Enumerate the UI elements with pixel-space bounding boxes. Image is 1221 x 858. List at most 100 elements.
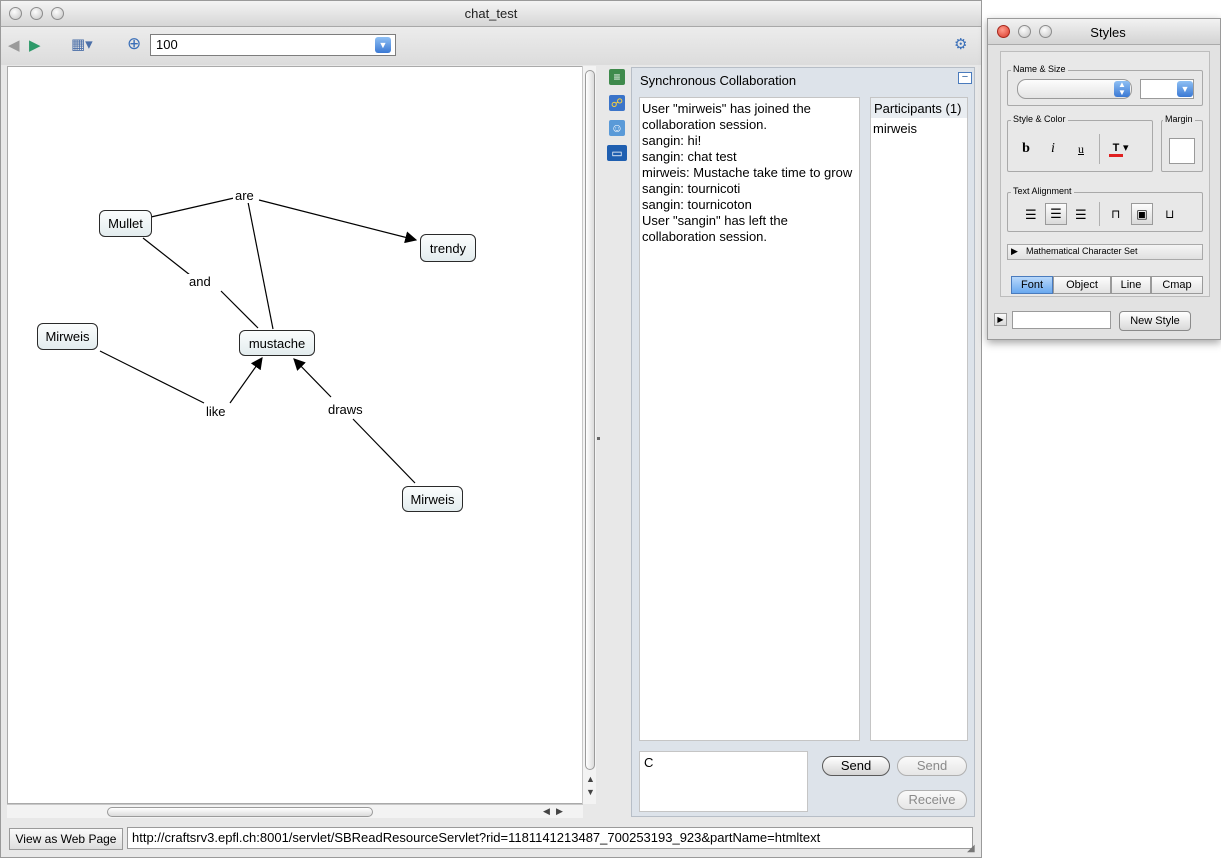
link-line-are-trendy [258, 199, 418, 244]
title-bar[interactable]: chat_test [1, 1, 981, 27]
align-left-icon[interactable]: ☰ [1025, 207, 1037, 222]
text-color-icon[interactable]: T▾ [1109, 141, 1139, 159]
new-style-button[interactable]: New Style [1119, 311, 1191, 331]
splitter-handle[interactable] [597, 437, 600, 440]
presentation-icon[interactable]: ▭ [607, 145, 627, 161]
synchronous-collaboration-panel: Synchronous Collaboration − User "mirwei… [631, 67, 975, 817]
send-button[interactable]: Send [822, 756, 890, 776]
zoom-magnifier-icon[interactable]: ⊕ [127, 34, 142, 53]
tab-font[interactable]: Font [1011, 276, 1053, 294]
concept-node-mullet[interactable]: Mullet [99, 210, 152, 237]
divider [1099, 202, 1100, 226]
italic-button[interactable]: i [1051, 141, 1055, 156]
tab-line[interactable]: Line [1111, 276, 1151, 294]
zoom-window-button[interactable] [51, 7, 64, 20]
chat-log[interactable]: User "mirweis" has joined the collaborat… [639, 97, 860, 741]
minimize-palette-button[interactable] [1018, 25, 1031, 38]
resource-url-field[interactable]: http://craftsrv3.epfl.ch:8001/servlet/SB… [127, 827, 973, 849]
view-as-web-page-button[interactable]: View as Web Page [9, 828, 123, 850]
margin-label: Margin [1163, 114, 1195, 124]
styles-panel: Name & Size ▲▼ ▼ Style & Color b i u T▾ … [1000, 51, 1210, 297]
chat-message: User "mirweis" has joined the collaborat… [642, 101, 811, 132]
scroll-left-arrow-icon[interactable]: ◀ [543, 806, 550, 816]
participants-list[interactable]: Participants (1) mirweis [870, 97, 968, 741]
name-size-group [1007, 70, 1203, 106]
valign-bottom-icon[interactable]: ⊔ [1165, 207, 1175, 221]
toolbar: ◀ ▶ ▦▾ ⊕ ⚙ [1, 27, 981, 65]
scroll-right-arrow-icon[interactable]: ▶ [556, 806, 563, 816]
chat-message-input[interactable]: C [639, 751, 808, 812]
vertical-scroll-thumb[interactable] [585, 70, 595, 770]
valign-top-icon[interactable]: ⊓ [1111, 207, 1121, 221]
discussion-icon[interactable]: ☺ [609, 120, 625, 136]
font-size-combo[interactable]: ▼ [1140, 79, 1194, 99]
divider [1099, 134, 1100, 164]
chevron-down-icon[interactable]: ▼ [375, 37, 391, 53]
style-list-disclosure-icon[interactable]: ▶ [994, 313, 1007, 326]
horizontal-scroll-thumb[interactable] [107, 807, 373, 817]
chat-log-icon[interactable]: ≡ [609, 69, 625, 85]
collaboration-settings-icon[interactable]: ⚙ [954, 36, 968, 53]
tab-object[interactable]: Object [1053, 276, 1111, 294]
collaboration-icon[interactable]: ☍ [609, 95, 625, 111]
participants-header: Participants (1) [871, 98, 967, 118]
bold-button[interactable]: b [1022, 141, 1030, 156]
minimize-window-button[interactable] [30, 7, 43, 20]
chevron-down-icon: ▼ [1177, 81, 1193, 97]
link-label-like[interactable]: like [204, 404, 228, 419]
zoom-palette-button[interactable] [1039, 25, 1052, 38]
link-line-mullet-and [142, 237, 191, 276]
math-character-set-disclosure[interactable]: ▶ Mathematical Character Set [1007, 244, 1203, 260]
participant-item[interactable]: mirweis [873, 121, 918, 136]
styles-title-bar[interactable]: Styles [988, 19, 1220, 45]
map-vertical-scrollbar[interactable]: ▲ ▼ [582, 66, 596, 804]
chat-message: sangin: hi! [642, 133, 702, 148]
valign-middle-icon[interactable]: ▣ [1131, 203, 1153, 225]
concept-node-mirweis[interactable]: Mirweis [37, 323, 98, 350]
chat-message: mirweis: Mustache take time to grow [642, 165, 853, 180]
forward-arrow-icon[interactable]: ▶ [29, 37, 41, 54]
scroll-up-arrow-icon[interactable]: ▲ [586, 774, 595, 784]
map-horizontal-scrollbar[interactable]: ◀ ▶ [7, 804, 583, 818]
margin-preview[interactable] [1169, 138, 1195, 164]
text-alignment-group [1007, 192, 1203, 232]
disclosure-triangle-icon: ▶ [1011, 246, 1018, 256]
underline-button[interactable]: u [1078, 142, 1084, 156]
link-label-draws[interactable]: draws [326, 402, 365, 417]
link-line-and-mustache [220, 290, 259, 329]
name-size-label: Name & Size [1011, 64, 1068, 74]
resize-grip-icon[interactable]: ◢ [967, 843, 975, 854]
align-right-icon[interactable]: ☰ [1075, 207, 1087, 222]
math-character-set-label: Mathematical Character Set [1026, 246, 1138, 256]
scroll-down-arrow-icon[interactable]: ▼ [586, 787, 595, 797]
collaboration-panel-title: Synchronous Collaboration [640, 73, 797, 88]
concept-map-canvas[interactable]: Mullet trendy Mirweis mustache Mirweis a… [7, 66, 583, 804]
style-color-group [1007, 120, 1153, 172]
styles-palette-window: Styles Name & Size ▲▼ ▼ Style & Color b … [987, 18, 1221, 340]
concept-node-trendy[interactable]: trendy [420, 234, 476, 262]
style-name-input[interactable] [1012, 311, 1111, 329]
chat-message: sangin: tournicoton [642, 197, 752, 212]
chat-message: sangin: tournicoti [642, 181, 741, 196]
concept-node-mustache[interactable]: mustache [239, 330, 315, 356]
zoom-level-combo[interactable]: 100 ▼ [150, 34, 396, 56]
link-line-are-mustache [247, 201, 274, 330]
font-name-select[interactable]: ▲▼ [1017, 79, 1132, 99]
link-line-draws-mustache [293, 358, 332, 398]
text-alignment-label: Text Alignment [1011, 186, 1074, 196]
send-map-button[interactable]: Send [897, 756, 967, 776]
link-label-are[interactable]: are [233, 188, 256, 203]
concept-node-mirweis-2[interactable]: Mirweis [402, 486, 463, 512]
window-title: chat_test [464, 6, 518, 21]
zoom-level-value: 100 [156, 37, 178, 52]
tab-cmap[interactable]: Cmap [1151, 276, 1203, 294]
back-arrow-icon[interactable]: ◀ [8, 37, 20, 54]
collapse-panel-button[interactable]: − [958, 72, 972, 84]
receive-button[interactable]: Receive [897, 790, 967, 810]
close-window-button[interactable] [9, 7, 22, 20]
align-center-icon[interactable]: ☰ [1045, 203, 1067, 225]
link-label-and[interactable]: and [187, 274, 213, 289]
close-palette-button[interactable] [997, 25, 1010, 38]
main-window: chat_test ◀ ▶ ▦▾ ⊕ ⚙ 100 ▼ [0, 0, 982, 858]
map-view-menu-icon[interactable]: ▦▾ [71, 36, 93, 53]
